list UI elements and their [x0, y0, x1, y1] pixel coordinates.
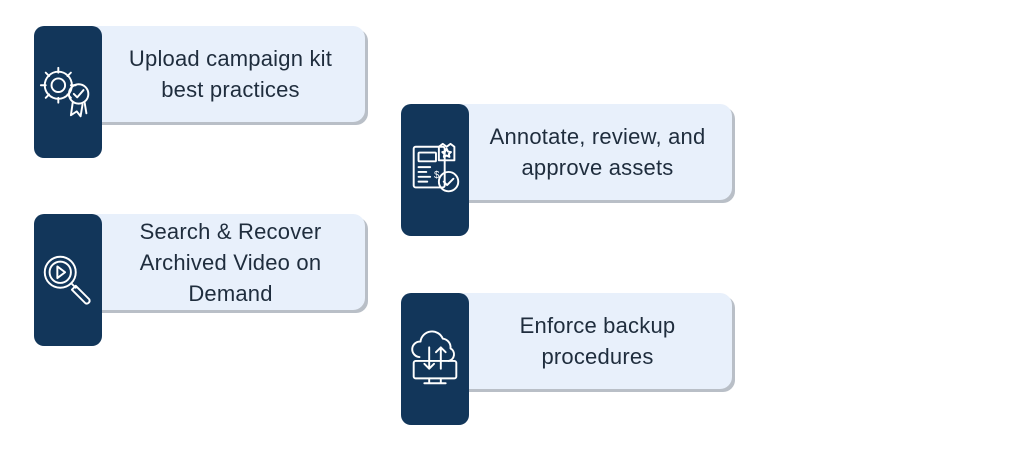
feature-card-annotate: $ Annotate, review, and approve assets: [401, 104, 741, 239]
video-search-icon: [34, 214, 102, 346]
feature-card-search: Search & Recover Archived Video on Deman…: [34, 214, 374, 349]
feature-label-box: Search & Recover Archived Video on Deman…: [96, 214, 365, 310]
document-approval-icon: $: [401, 104, 469, 236]
feature-label-box: Annotate, review, and approve assets: [463, 104, 732, 200]
cloud-transfer-icon: [401, 293, 469, 425]
feature-card-upload: Upload campaign kit best practices: [34, 26, 374, 161]
feature-label: Enforce backup procedures: [519, 313, 676, 369]
feature-card-backup: Enforce backup procedures: [401, 293, 741, 428]
feature-label: Search & Recover Archived Video on Deman…: [139, 218, 322, 306]
feature-label: Annotate, review, and approve assets: [489, 124, 706, 180]
svg-text:$: $: [434, 170, 440, 181]
gear-badge-icon: [34, 26, 102, 158]
feature-label: Upload campaign kit best practices: [128, 46, 333, 102]
feature-label-box: Upload campaign kit best practices: [96, 26, 365, 122]
feature-label-box: Enforce backup procedures: [463, 293, 732, 389]
